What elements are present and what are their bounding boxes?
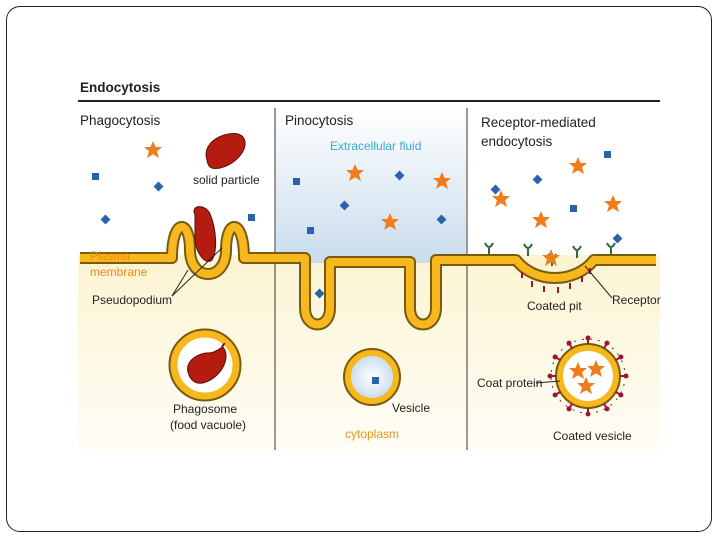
coat-spike-tip bbox=[585, 411, 591, 417]
phagosome-label-2: (food vacuole) bbox=[170, 418, 246, 432]
engulfed-particle bbox=[193, 206, 217, 262]
vesicle-label: Vesicle bbox=[392, 401, 430, 415]
coat-spike-tip bbox=[604, 406, 610, 412]
coat-spike-tip bbox=[566, 406, 572, 412]
coat-spike-tip bbox=[623, 373, 629, 379]
solid-particle bbox=[205, 133, 246, 169]
receptor-title-line1: Receptor-mediated bbox=[481, 115, 596, 130]
coated-vesicle-label: Coated vesicle bbox=[553, 429, 632, 443]
vesicle-solute bbox=[372, 377, 379, 384]
coat-spike-tip bbox=[618, 392, 624, 398]
receptor-label: Receptor bbox=[612, 293, 661, 307]
pinocytosis-title: Pinocytosis bbox=[285, 113, 354, 128]
phagosome-label-1: Phagosome bbox=[173, 402, 237, 416]
coat-spike-tip bbox=[618, 354, 624, 360]
coat-protein-label: Coat protein bbox=[477, 376, 542, 390]
pseudopodium-label: Pseudopodium bbox=[92, 293, 172, 307]
phagosome-particle bbox=[187, 342, 227, 384]
coated-vesicle bbox=[547, 335, 629, 417]
coat-spike-tip bbox=[547, 373, 553, 379]
coat-spike-tip bbox=[604, 340, 610, 346]
label-pointers bbox=[171, 247, 613, 384]
plasma-membrane bbox=[80, 223, 656, 329]
coat-spike-tip bbox=[552, 392, 558, 398]
coated-pit-coat bbox=[521, 268, 591, 293]
solid-particle-label: solid particle bbox=[193, 173, 260, 187]
coat-spike-tip bbox=[552, 354, 558, 360]
coat-spike-tip bbox=[566, 340, 572, 346]
cytoplasm-label: cytoplasm bbox=[345, 427, 399, 441]
plasma-membrane-label-2: membrane bbox=[90, 265, 148, 279]
extracellular-fluid-label: Extracellular fluid bbox=[330, 139, 421, 153]
receptor-title-line2: endocytosis bbox=[481, 134, 553, 149]
coat-spike-tip bbox=[585, 335, 591, 341]
coat-proteins bbox=[547, 335, 629, 417]
figure-title: Endocytosis bbox=[80, 80, 160, 95]
phagocytosis-title: Phagocytosis bbox=[80, 113, 161, 128]
coated-pit-label: Coated pit bbox=[527, 299, 582, 313]
extracellular-solutes bbox=[92, 151, 623, 299]
pinocytosis-fluid-region bbox=[276, 108, 466, 263]
plasma-membrane-label-1: Plasma bbox=[90, 249, 130, 263]
